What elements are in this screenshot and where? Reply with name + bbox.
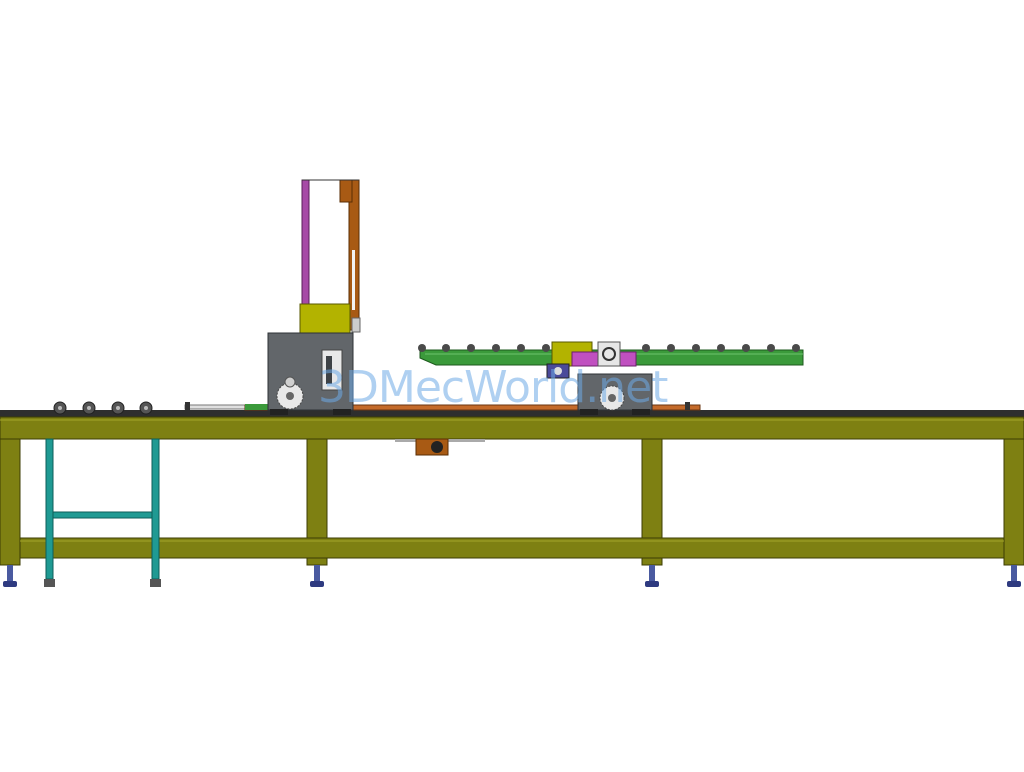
teal-stand — [44, 438, 161, 587]
roller-icon — [767, 344, 775, 352]
roller-icon — [542, 344, 550, 352]
top-beam — [0, 416, 1024, 440]
roller-icon — [139, 401, 153, 415]
lower-beam — [19, 537, 1005, 559]
gear-icon — [276, 376, 304, 410]
gear-icon — [599, 385, 625, 411]
leveling-foot-icon — [310, 565, 324, 587]
leg-1 — [0, 438, 21, 566]
roller-icon — [418, 344, 426, 352]
roller-icon — [667, 344, 675, 352]
roller-icon — [742, 344, 750, 352]
leveling-foot-icon — [645, 565, 659, 587]
conveyor-belt — [0, 410, 1024, 417]
roller-icon — [53, 401, 67, 415]
leg-4 — [1003, 438, 1024, 566]
leveling-foot-icon — [1007, 565, 1021, 587]
right-carriage — [418, 341, 804, 415]
rail-rollers — [418, 344, 800, 352]
roller-icon — [642, 344, 650, 352]
leveling-foot-icon — [3, 565, 17, 587]
roller-icon — [111, 401, 125, 415]
drive-motor — [395, 438, 485, 456]
roller-icon — [442, 344, 450, 352]
roller-icon — [792, 344, 800, 352]
roller-icon — [82, 401, 96, 415]
input-rollers — [53, 401, 153, 415]
roller-icon — [692, 344, 700, 352]
column-purple — [301, 179, 310, 305]
roller-icon — [517, 344, 525, 352]
table-frame — [0, 410, 1024, 587]
yellow-motor — [299, 303, 351, 335]
roller-icon — [717, 344, 725, 352]
left-carriage — [267, 179, 361, 415]
guide-rail — [184, 402, 701, 411]
roller-icon — [492, 344, 500, 352]
roller-icon — [467, 344, 475, 352]
